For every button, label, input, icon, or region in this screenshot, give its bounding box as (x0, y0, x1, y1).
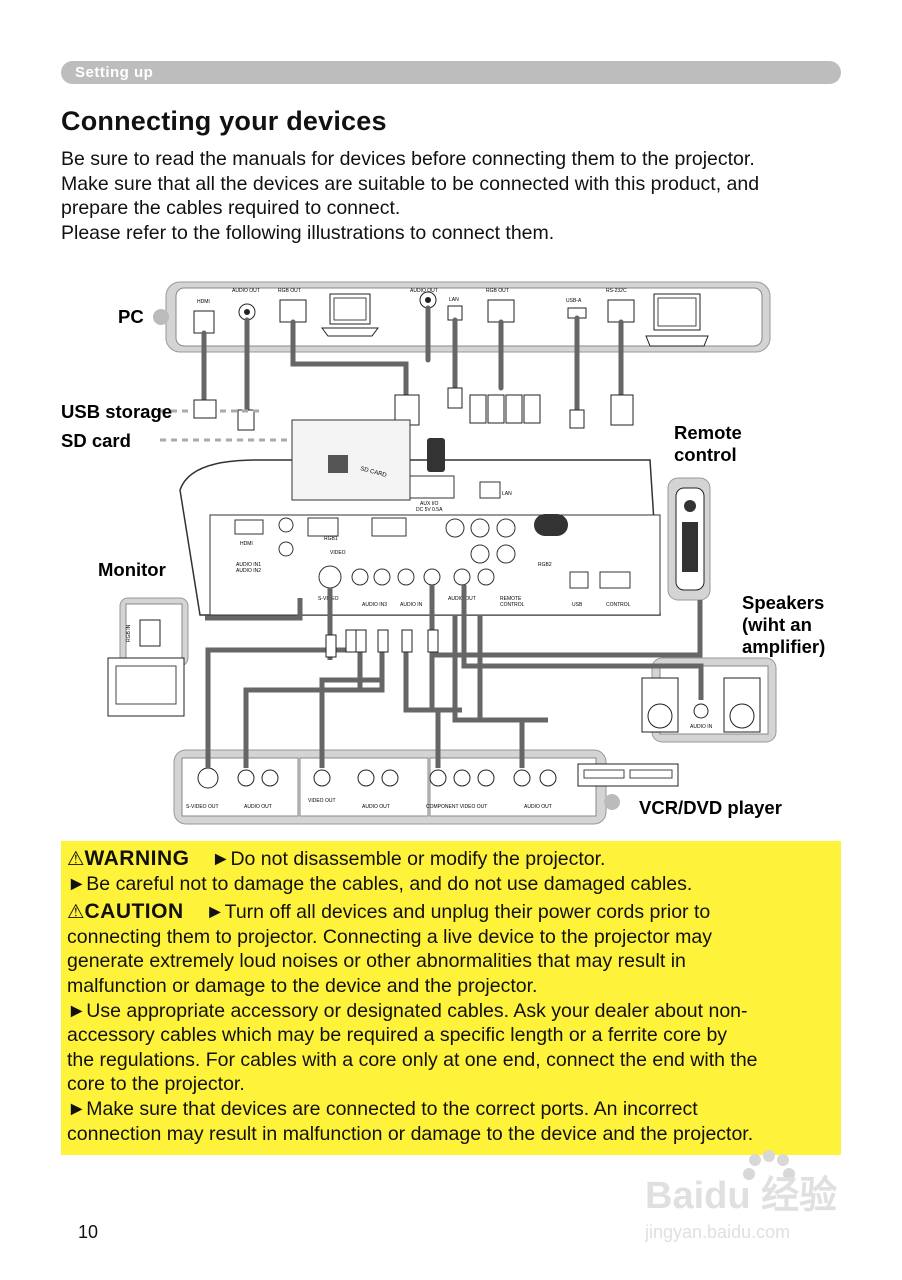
caution-line: connecting them to projector. Connecting… (67, 925, 712, 948)
warning-triangle-icon: ⚠ (67, 848, 85, 870)
caution-line: core to the projector. (67, 1073, 245, 1096)
desktop-pc-icon (645, 293, 709, 347)
label-monitor: Monitor (98, 559, 166, 580)
section-header-bar: Setting up (61, 61, 841, 84)
svg-text:LAN: LAN (502, 491, 512, 497)
intro-line: Be sure to read the manuals for devices … (61, 148, 755, 170)
label-sd-card: SD card (61, 430, 131, 451)
page-title: Connecting your devices (61, 106, 387, 136)
svg-text:AUDIO OUT: AUDIO OUT (410, 288, 438, 294)
svg-text:RGB1: RGB1 (324, 536, 338, 542)
pc-port-rgb-out-1: RGB OUT (278, 288, 307, 323)
label-speakers-3: amplifier) (742, 636, 825, 657)
projector-body: SD CARD AUX I/O DC 5V 0.5A LAN HDMI AUDI… (179, 419, 661, 616)
warning-label: WARNING (84, 847, 190, 870)
pc-port-audio-out-1: AUDIO OUT (232, 288, 260, 321)
section-header-label: Setting up (75, 64, 154, 81)
svg-text:HDMI: HDMI (240, 541, 253, 547)
pc-port-label: HDMI (197, 299, 210, 305)
svg-text:AUDIO OUT: AUDIO OUT (232, 288, 260, 294)
caution-line: malfunction or damage to the device and … (67, 974, 538, 997)
label-usb-storage: USB storage (61, 401, 172, 422)
svg-text:REMOTE: REMOTE (500, 596, 522, 602)
svg-text:CONTROL: CONTROL (606, 602, 631, 608)
svg-text:AUDIO OUT: AUDIO OUT (524, 804, 552, 810)
caution-triangle-icon: ⚠ (67, 901, 85, 924)
page-number: 10 (78, 1222, 99, 1242)
intro-line: Please refer to the following illustrati… (61, 221, 555, 244)
label-vcr: VCR/DVD player (639, 797, 782, 818)
svg-text:RGB IN: RGB IN (126, 624, 132, 642)
intro-line: Make sure that all the devices are suita… (61, 172, 760, 195)
warning-line: ⚠WARNING ►Do not disassemble or modify t… (67, 847, 606, 870)
intro-text: Be sure to read the manuals for devices … (61, 147, 851, 245)
svg-text:COMPONENT VIDEO OUT: COMPONENT VIDEO OUT (426, 804, 487, 810)
svg-text:AUDIO OUT: AUDIO OUT (362, 804, 390, 810)
caution-line: generate extremely loud noises or other … (67, 950, 686, 973)
pc-connector-dot (153, 309, 169, 325)
svg-text:RS-232C: RS-232C (606, 288, 627, 294)
svg-text:RGB2: RGB2 (538, 562, 552, 568)
caution-label: CAUTION (84, 900, 184, 924)
svg-text:AUDIO OUT: AUDIO OUT (244, 804, 272, 810)
svg-text:AUDIO IN3: AUDIO IN3 (362, 602, 387, 608)
caution-line: ►Make sure that devices are connected to… (67, 1097, 698, 1120)
svg-text:RGB OUT: RGB OUT (278, 288, 301, 294)
label-pc: PC (118, 306, 144, 327)
svg-text:AUDIO IN: AUDIO IN (400, 602, 423, 608)
caution-line: the regulations. For cables with a core … (67, 1048, 758, 1071)
caution-line: connection may result in malfunction or … (67, 1122, 754, 1145)
pc-port-lan: LAN (447, 297, 463, 321)
svg-text:DC 5V 0.5A: DC 5V 0.5A (416, 507, 443, 513)
svg-text:AUDIO IN2: AUDIO IN2 (236, 568, 261, 574)
laptop-icon (321, 293, 379, 337)
warning-line: ►Be careful not to damage the cables, an… (67, 872, 693, 895)
svg-text:VIDEO OUT: VIDEO OUT (308, 798, 336, 804)
warning-box: ⚠WARNING ►Do not disassemble or modify t… (61, 841, 841, 1155)
svg-text:S-VIDEO OUT: S-VIDEO OUT (186, 804, 219, 810)
label-speakers-1: Speakers (742, 592, 824, 613)
intro-line: prepare the cables required to connect. (61, 197, 401, 220)
connection-diagram: HDMI AUDIO OUT RGB OUT AUDIO OUT LAN RGB… (61, 281, 825, 825)
svg-text:jingyan.baidu.com: jingyan.baidu.com (645, 1222, 790, 1242)
label-remote: Remote (674, 422, 742, 443)
caution-line: ⚠CAUTION ►Turn off all devices and unplu… (67, 900, 711, 924)
label-control: control (674, 444, 737, 465)
svg-text:LAN: LAN (449, 297, 459, 303)
svg-text:VIDEO: VIDEO (330, 550, 346, 556)
remote-control-device (667, 477, 711, 601)
svg-text:RGB OUT: RGB OUT (486, 288, 509, 294)
caution-line: ►Use appropriate accessory or designated… (67, 999, 748, 1022)
caution-line: accessory cables which may be required a… (67, 1024, 728, 1047)
svg-text:USB: USB (572, 602, 583, 608)
monitor-device: RGB IN (107, 597, 189, 717)
svg-text:USB-A: USB-A (566, 298, 582, 304)
svg-text:AUX I/O: AUX I/O (420, 501, 438, 507)
baidu-watermark-logo: Baidu 经验 jingyan.baidu.com (645, 1150, 837, 1242)
speakers-device: AUDIO IN (641, 657, 777, 743)
svg-text:AUDIO IN1: AUDIO IN1 (236, 562, 261, 568)
label-speakers-2: (wiht an (742, 614, 812, 635)
svg-text:Baidu 经验: Baidu 经验 (645, 1175, 837, 1217)
pc-port-rs232c: RS-232C (606, 288, 635, 323)
vcr-panel: S-VIDEO OUT AUDIO OUT VIDEO OUT AUDIO OU… (173, 749, 679, 825)
svg-text:CONTROL: CONTROL (500, 602, 525, 608)
svg-text:AUDIO IN: AUDIO IN (690, 724, 713, 730)
